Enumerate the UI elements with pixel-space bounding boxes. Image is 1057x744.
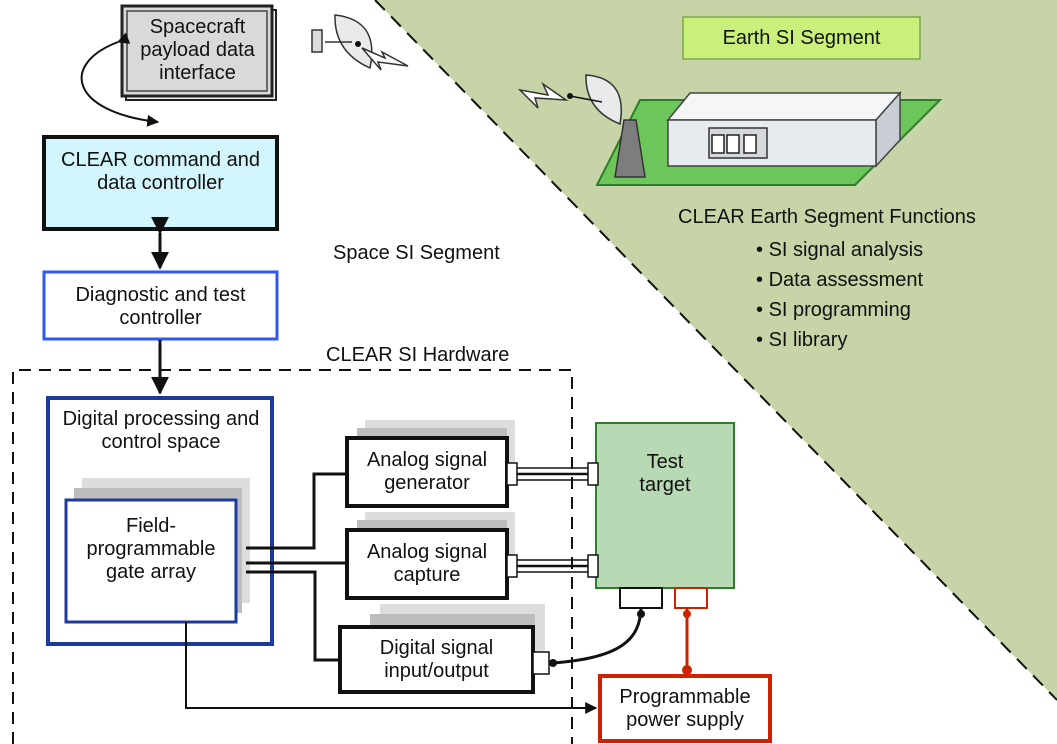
earth-functions-list: SI signal analysis Data assessment SI pr… bbox=[756, 235, 924, 355]
test-target-box bbox=[595, 422, 735, 589]
wire-fpga-power bbox=[185, 622, 598, 714]
digital-io-label: Digital signal input/output bbox=[379, 637, 494, 682]
spacecraft-interface-label: Spacecraft payload data interface bbox=[140, 16, 255, 84]
earth-title-box bbox=[682, 16, 921, 60]
analog-generator-box bbox=[345, 436, 509, 508]
analog-generator-label: Analog signal generator bbox=[366, 449, 488, 494]
list-item: Data assessment bbox=[756, 265, 924, 295]
hardware-boundary bbox=[12, 369, 573, 744]
building-icon bbox=[666, 91, 902, 168]
power-supply-box bbox=[598, 674, 772, 743]
satellite-dish-icon bbox=[311, 14, 373, 70]
fpga-label: Field-programmable gate array bbox=[86, 515, 216, 583]
antenna-tower-icon bbox=[614, 119, 646, 178]
earth-functions-title: CLEAR Earth Segment Functions bbox=[678, 206, 976, 228]
lightning-bolt-icon bbox=[517, 81, 569, 109]
command-controller-box bbox=[42, 135, 279, 231]
spacecraft-antenna bbox=[311, 14, 409, 71]
list-item: SI signal analysis bbox=[756, 235, 924, 265]
command-controller-label: CLEAR command and data controller bbox=[61, 149, 260, 194]
power-supply-label: Programmable power supply bbox=[619, 686, 751, 731]
segment-divider bbox=[374, 0, 1057, 701]
diagnostic-controller-box bbox=[42, 270, 279, 341]
diagnostic-controller-label: Diagnostic and test controller bbox=[75, 284, 246, 329]
link-spacecraft-controller bbox=[80, 32, 160, 127]
space-segment-label: Space SI Segment bbox=[333, 242, 500, 264]
wire-fpga-digital bbox=[246, 570, 340, 662]
test-target-label: Test target bbox=[639, 451, 691, 496]
list-item: SI library bbox=[756, 325, 923, 355]
analog-capture-label: Analog signal capture bbox=[366, 541, 488, 586]
satellite-dish-icon bbox=[567, 74, 622, 126]
hardware-label: CLEAR SI Hardware bbox=[322, 344, 514, 367]
lightning-bolt-icon bbox=[361, 47, 409, 71]
digital-processing-label: Digital processing and control space bbox=[62, 408, 260, 453]
earth-segment-title: Earth SI Segment bbox=[722, 27, 881, 49]
target-digital-connector bbox=[619, 587, 663, 609]
ground-station bbox=[517, 74, 943, 186]
list-item: SI programming bbox=[756, 295, 923, 325]
target-power-connector bbox=[674, 587, 708, 609]
fpga-box bbox=[64, 498, 238, 624]
wire-fpga-generator bbox=[246, 472, 347, 550]
